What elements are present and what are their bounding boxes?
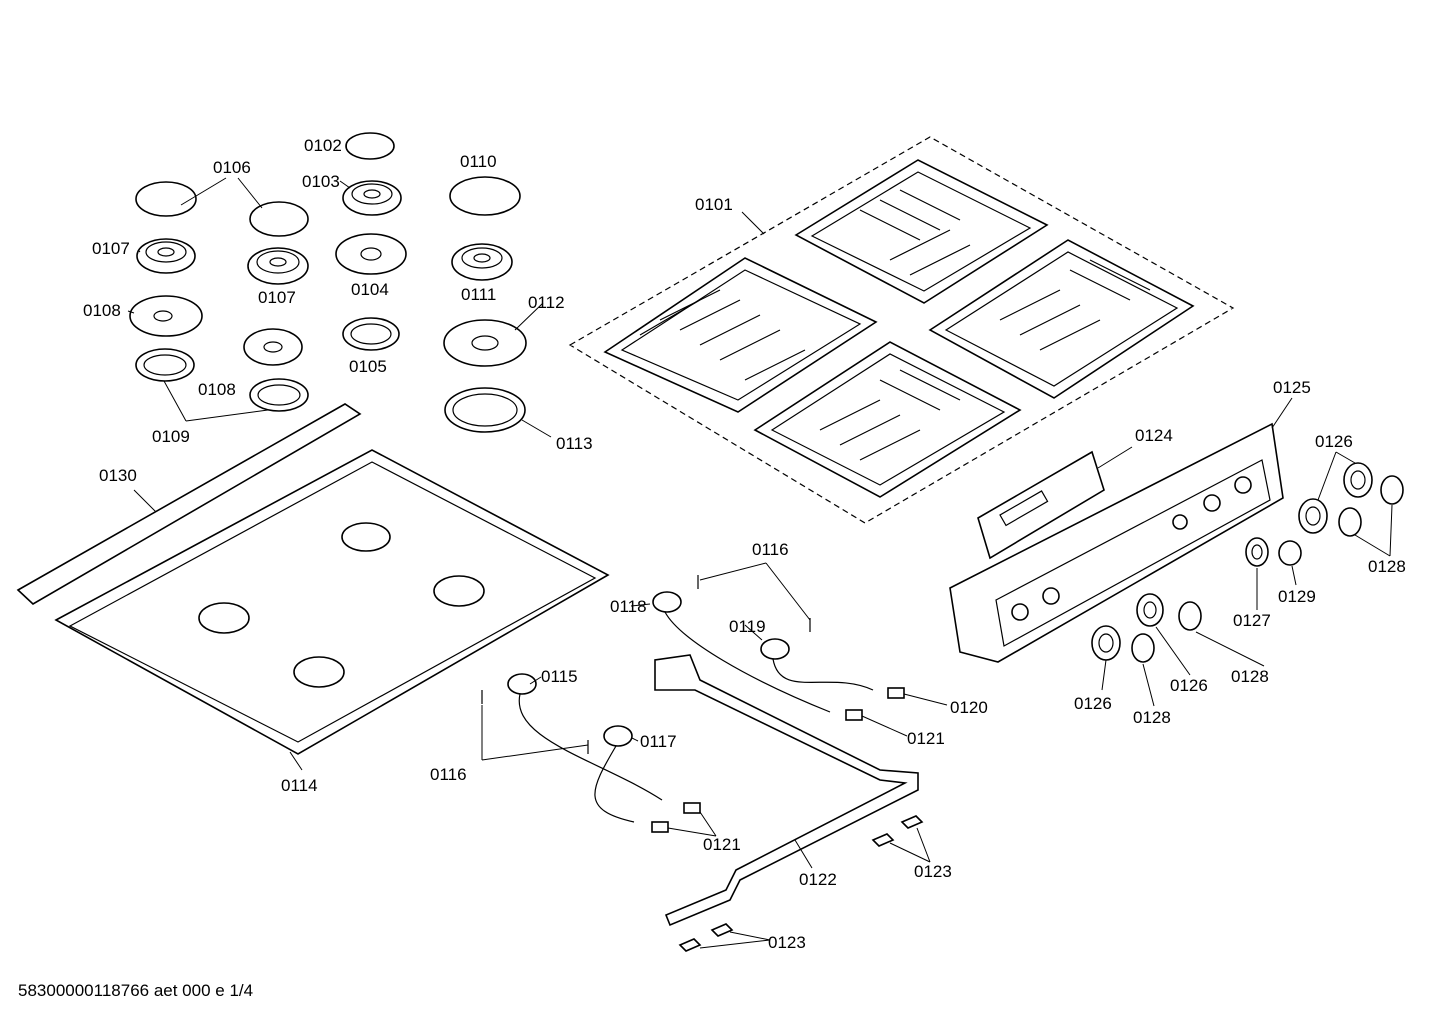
label-0121a: 0121: [907, 729, 945, 748]
label-0110: 0110: [460, 152, 497, 171]
label-0121b: 0121: [703, 835, 741, 854]
pcb-0124: [977, 446, 1133, 560]
label-0123a: 0123: [914, 862, 952, 881]
bezel-0127: [1245, 537, 1269, 567]
burner-0103: [342, 180, 402, 216]
label-0128a: 0128: [1368, 557, 1406, 576]
label-0126c: 0126: [1074, 694, 1112, 713]
label-0124: 0124: [1135, 426, 1173, 445]
part-labels: 0102 0103 0106 0110 0101 0107 0107 0104 …: [83, 136, 1406, 952]
cap-0102: [345, 132, 395, 160]
label-0102: 0102: [304, 136, 342, 155]
label-0108b: 0108: [198, 380, 236, 399]
gas-lines-group: [481, 562, 948, 952]
ring-0109b: [249, 378, 309, 412]
label-0103: 0103: [302, 172, 340, 191]
bezel-0126a: [1343, 462, 1373, 498]
valve-0118: [652, 591, 682, 613]
label-0126a: 0126: [1315, 432, 1353, 451]
knob-0129: [1278, 540, 1302, 566]
label-0125: 0125: [1273, 378, 1311, 397]
label-0105: 0105: [349, 357, 387, 376]
label-0130: 0130: [99, 466, 137, 485]
label-0113: 0113: [556, 434, 593, 453]
label-0117: 0117: [640, 732, 677, 751]
label-0120: 0120: [950, 698, 988, 717]
ring-0113: [444, 387, 526, 433]
knob-0128c: [1178, 601, 1202, 631]
ring-0105: [342, 317, 400, 351]
label-0106: 0106: [213, 158, 251, 177]
cooktop-panel-0114: [54, 449, 610, 771]
label-0111: 0111: [461, 285, 496, 304]
clips-0123: [678, 815, 924, 952]
strip-0130: [16, 403, 362, 605]
label-0115: 0115: [541, 667, 578, 686]
document-footer-id: 58300000118766 aet 000 e 1/4: [18, 981, 254, 1000]
label-0107a: 0107: [92, 239, 130, 258]
burner-base-0112: [443, 319, 527, 367]
bezel-0126b: [1298, 498, 1328, 534]
label-0118: 0118: [610, 597, 647, 616]
label-0116b: 0116: [430, 765, 467, 784]
label-0129: 0129: [1278, 587, 1316, 606]
burner-0107a: [136, 238, 196, 274]
cap-0106a: [135, 181, 197, 217]
knobs-group: [1091, 451, 1404, 707]
bezel-0126d: [1091, 625, 1121, 661]
label-0101: 0101: [695, 195, 733, 214]
valve-0115: [507, 673, 537, 695]
knob-0128a: [1380, 475, 1404, 505]
label-0119: 0119: [729, 617, 766, 636]
label-0128c: 0128: [1133, 708, 1171, 727]
ring-0109a: [135, 348, 195, 382]
cap-0106b: [249, 201, 309, 237]
cap-0110: [449, 176, 521, 216]
burner-0111: [451, 243, 513, 281]
grates-0101: [568, 136, 1235, 524]
label-0109: 0109: [152, 427, 190, 446]
label-0107b: 0107: [258, 288, 296, 307]
knob-0128d: [1131, 633, 1155, 663]
burner-base-0104: [335, 233, 407, 275]
label-0112: 0112: [528, 293, 565, 312]
label-0116a: 0116: [752, 540, 789, 559]
valve-0117: [603, 725, 633, 747]
burner-parts-group: [127, 132, 552, 438]
label-0128b: 0128: [1231, 667, 1269, 686]
control-panel-0125: [949, 397, 1293, 663]
label-0126b: 0126: [1170, 676, 1208, 695]
valve-0119: [760, 638, 790, 660]
label-0108a: 0108: [83, 301, 121, 320]
burner-0107b: [247, 247, 309, 285]
burner-base-0108a: [129, 295, 203, 337]
jets-0121: [651, 687, 905, 833]
knob-0128b: [1338, 507, 1362, 537]
label-0114: 0114: [281, 776, 318, 795]
label-0127: 0127: [1233, 611, 1271, 630]
label-0122: 0122: [799, 870, 837, 889]
burner-base-0108b: [243, 328, 303, 366]
label-0104: 0104: [351, 280, 389, 299]
label-0123b: 0123: [768, 933, 806, 952]
bezel-0126c: [1136, 593, 1164, 627]
